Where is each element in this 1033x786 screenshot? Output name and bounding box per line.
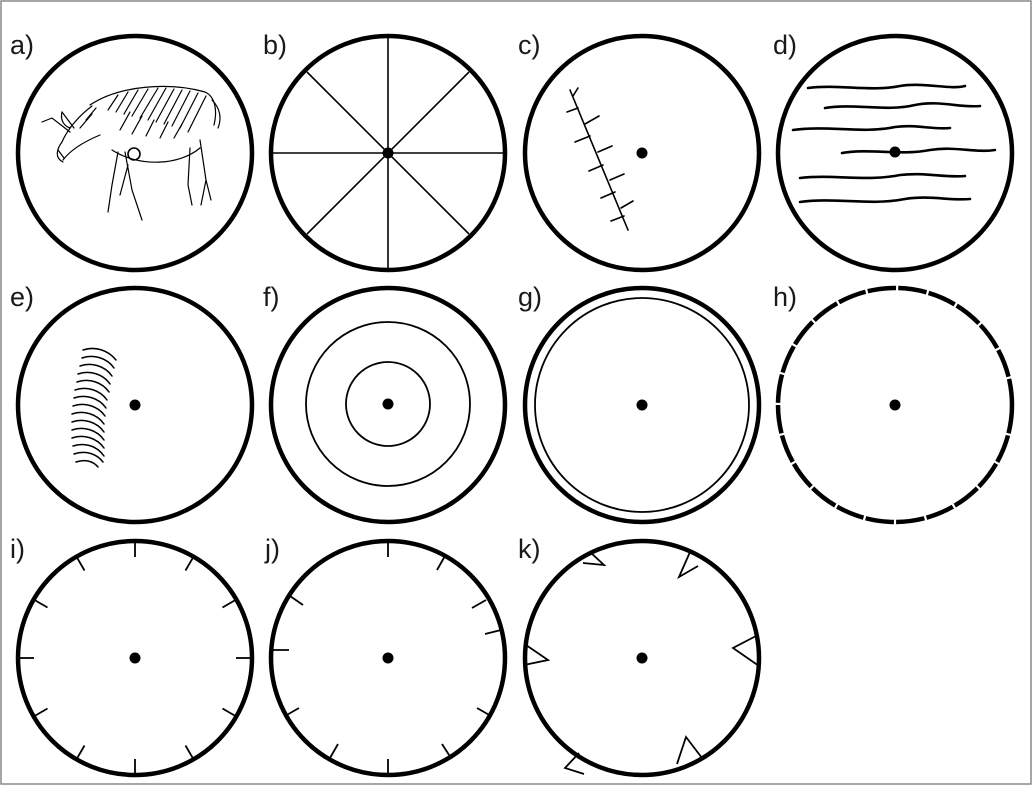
panel-b: b)	[263, 30, 505, 270]
panel-label-b: b)	[263, 30, 287, 60]
center-dot	[383, 653, 394, 664]
center-dot	[130, 400, 141, 411]
panel-d: d)	[773, 30, 1012, 270]
arc-hatching-icon	[72, 348, 116, 467]
center-dot	[890, 400, 901, 411]
panel-label-j: j)	[264, 534, 280, 564]
center-dot	[890, 147, 901, 158]
panel-label-f: f)	[263, 282, 280, 312]
center-dot	[383, 148, 394, 159]
panel-j: j)	[264, 534, 505, 775]
panel-label-a: a)	[10, 30, 34, 60]
panel-c: c)	[518, 30, 759, 270]
panel-label-h: h)	[773, 282, 797, 312]
panel-label-d: d)	[773, 30, 797, 60]
panel-label-e: e)	[10, 282, 34, 312]
panel-label-i: i)	[10, 534, 25, 564]
panel-a: a)	[10, 30, 252, 270]
wavy-lines-icon	[793, 85, 995, 202]
center-dot	[637, 148, 648, 159]
panel-h: h)	[773, 282, 1012, 522]
panel-e: e)	[10, 282, 252, 522]
branch-icon	[567, 88, 633, 230]
center-dot	[637, 653, 648, 664]
disc-outline	[18, 36, 252, 270]
panel-i: i)	[10, 534, 252, 775]
panel-f: f)	[263, 282, 505, 522]
center-dot	[383, 399, 394, 410]
animal-drawing-icon	[42, 86, 220, 220]
panel-label-k: k)	[518, 534, 541, 564]
panel-label-g: g)	[518, 282, 542, 312]
panel-label-c: c)	[518, 30, 541, 60]
center-dot	[130, 653, 141, 664]
panel-g: g)	[518, 282, 759, 522]
panel-k: k)	[518, 534, 759, 775]
center-dot	[637, 400, 648, 411]
